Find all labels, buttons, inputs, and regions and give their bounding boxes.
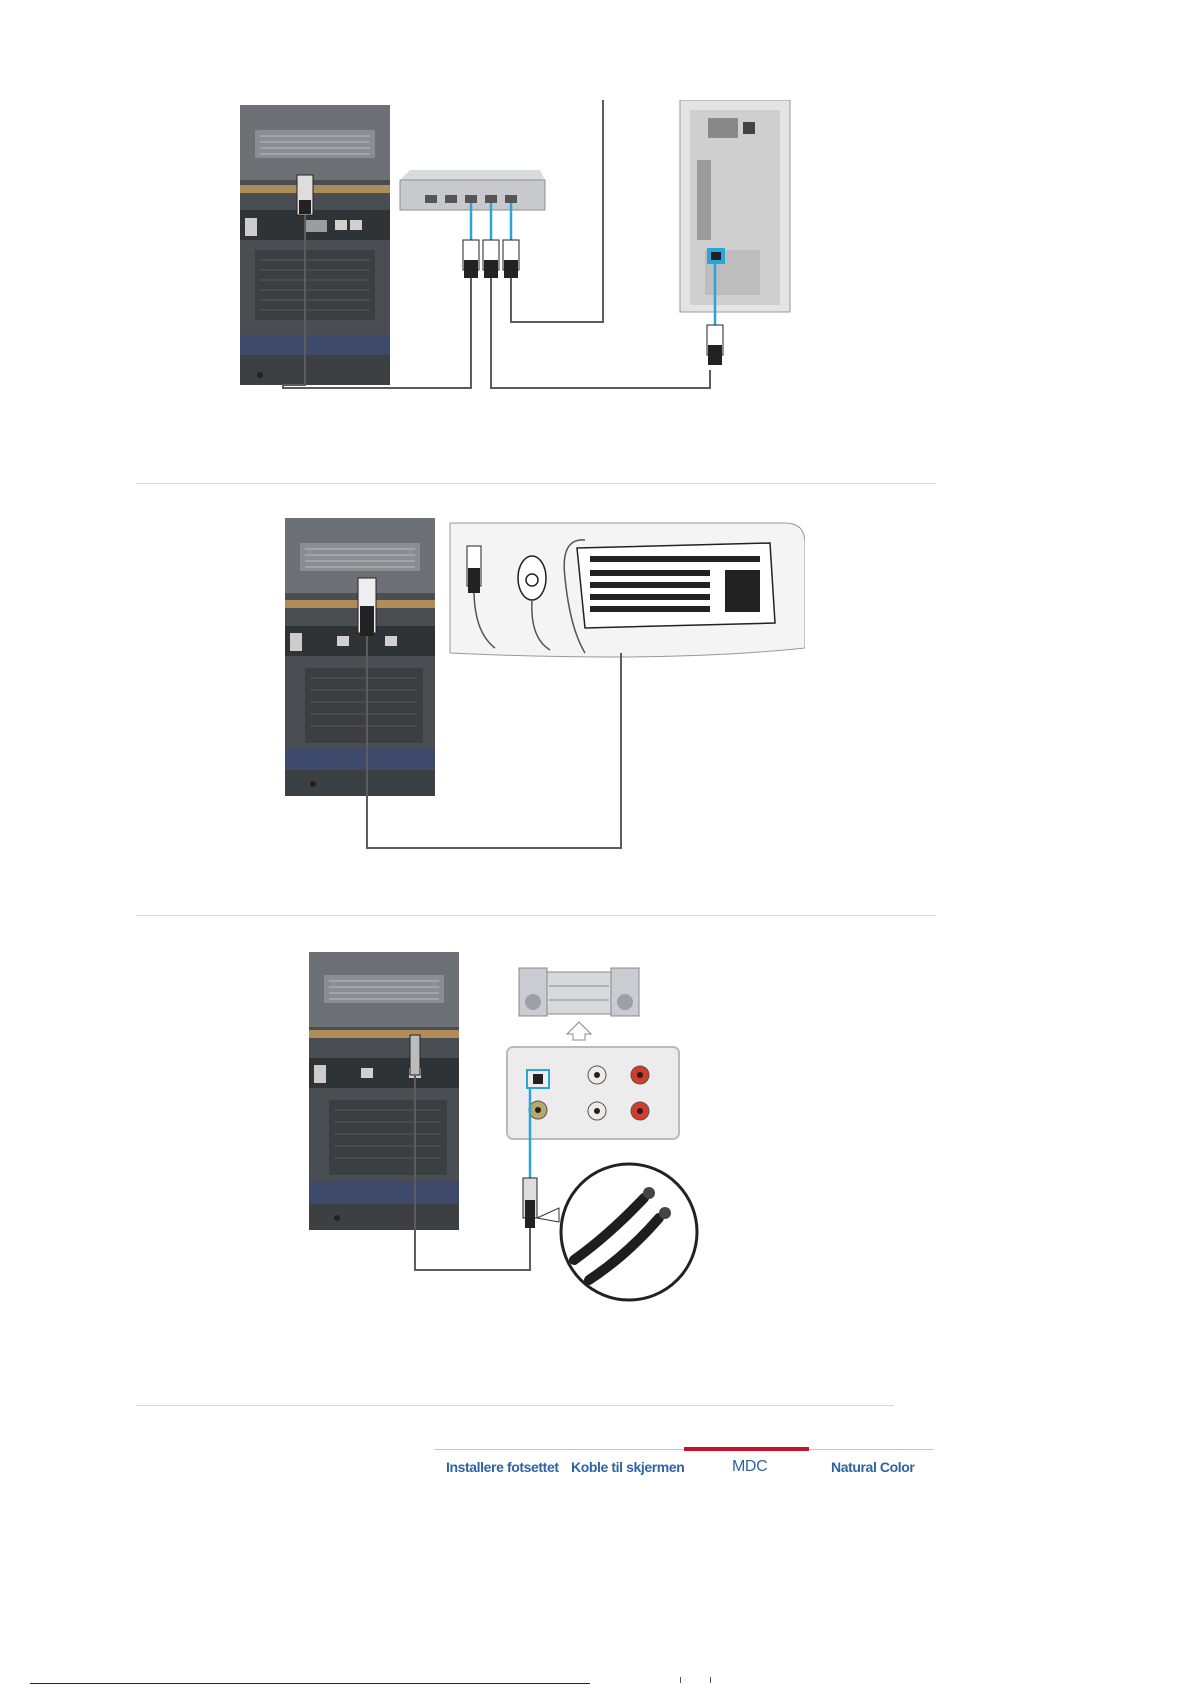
figure-audio-connection (309, 950, 699, 1312)
monitor-back-panel-icon (240, 105, 390, 385)
nav-active-indicator (684, 1447, 809, 1451)
nav-link-mdc[interactable]: MDC (732, 1458, 767, 1478)
monitor-back-panel-icon (285, 518, 435, 796)
audio-input-panel (507, 1047, 679, 1185)
audio-diagram (309, 950, 699, 1312)
pc-tower-icon (680, 100, 790, 365)
network-hub-icon (400, 170, 545, 278)
figure-lan-connection (235, 100, 855, 430)
usb-diagram (285, 518, 805, 853)
nav-link-installere-fotsettet[interactable]: Installere fotsettet (446, 1459, 559, 1479)
nav-link-koble-til-skjermen[interactable]: Koble til skjermen (571, 1459, 684, 1479)
lan-diagram (235, 100, 855, 430)
peripherals-panel (450, 523, 805, 657)
figure-usb-connection (285, 518, 805, 853)
separator-1 (136, 483, 936, 484)
page-bottom-tick (680, 1677, 681, 1683)
separator-3 (136, 1405, 894, 1406)
optical-cable-icon (523, 1164, 697, 1300)
separator-2 (136, 915, 936, 916)
page-bottom-line (30, 1683, 590, 1684)
page-bottom-tick (710, 1677, 711, 1683)
monitor-back-panel-icon (309, 952, 459, 1230)
nav-link-natural-color[interactable]: Natural Color (831, 1459, 914, 1479)
bottom-navigation: Installere fotsettet Koble til skjermen … (434, 1449, 934, 1479)
audio-system-icon (519, 968, 639, 1040)
